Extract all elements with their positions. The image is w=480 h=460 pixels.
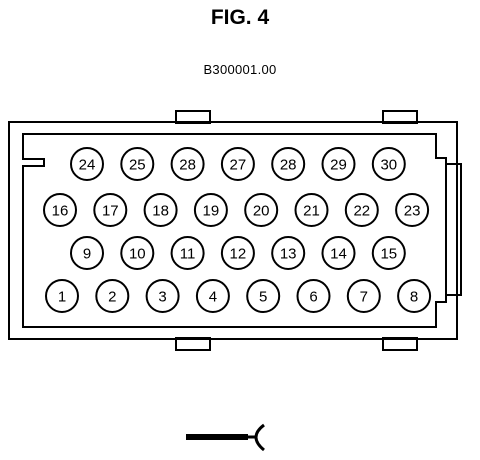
pin-label: 29 [330, 157, 347, 174]
pin-label: 15 [380, 246, 397, 263]
pin-label: 16 [52, 203, 69, 220]
pin-19: 19 [193, 193, 228, 227]
pin-8: 8 [397, 279, 432, 313]
pin-circle [346, 279, 381, 313]
pin-circle [45, 279, 79, 313]
housing-outer-wall [8, 121, 458, 340]
pin-18: 18 [143, 193, 178, 227]
pin-17: 17 [93, 193, 128, 227]
pin-label: 7 [360, 289, 368, 306]
pin-circle [321, 236, 356, 270]
pin-label: 22 [353, 203, 370, 220]
pin-label: 1 [58, 289, 66, 306]
pin-28: 28 [271, 147, 306, 181]
pin-7: 7 [346, 279, 381, 313]
pin-circle [246, 279, 281, 313]
pin-circle [170, 147, 205, 181]
pin-2: 2 [95, 279, 130, 313]
pin-label: 20 [253, 203, 270, 220]
pin-circle [145, 279, 180, 313]
pin-label: 3 [158, 289, 166, 306]
pin-29: 29 [321, 147, 356, 181]
pin-label: 8 [410, 289, 418, 306]
pin-label: 27 [230, 157, 247, 174]
pin-6: 6 [296, 279, 331, 313]
pin-label: 28 [280, 157, 297, 174]
right-lock-bracket [446, 163, 462, 296]
pin-circle [93, 193, 128, 227]
pin-circle [220, 236, 255, 270]
pin-circle [220, 147, 255, 181]
pin-label: 25 [129, 157, 146, 174]
pin-12: 12 [220, 236, 255, 270]
pin-5: 5 [246, 279, 281, 313]
pin-30: 30 [371, 147, 406, 181]
pin-label: 28 [179, 157, 196, 174]
pin-1: 1 [45, 279, 79, 313]
pin-20: 20 [244, 193, 279, 227]
pin-label: 14 [330, 246, 347, 263]
pin-circle [371, 236, 406, 270]
pin-label: 17 [102, 203, 119, 220]
wire-harness-symbol-icon [186, 423, 265, 452]
pin-16: 16 [43, 193, 77, 227]
pin-23: 23 [395, 193, 430, 227]
pin-label: 23 [404, 203, 421, 220]
figure-code: B300001.00 [203, 62, 277, 77]
pin-circle [271, 236, 306, 270]
pin-15: 15 [371, 236, 406, 270]
pin-circle [344, 193, 379, 227]
pin-circle [120, 236, 155, 270]
pin-label: 19 [203, 203, 220, 220]
pin-22: 22 [344, 193, 379, 227]
pin-label: 5 [259, 289, 267, 306]
pin-circle [95, 279, 130, 313]
pin-11: 11 [170, 236, 205, 270]
pin-25: 25 [120, 147, 155, 181]
pin-27: 27 [220, 147, 255, 181]
pin-label: 21 [303, 203, 320, 220]
pin-circle [70, 147, 104, 181]
pin-circle [43, 193, 77, 227]
pin-label: 24 [79, 157, 96, 174]
pin-circle [70, 236, 104, 270]
pin-14: 14 [321, 236, 356, 270]
pin-circle [397, 279, 432, 313]
figure-title: FIG. 4 [210, 6, 270, 29]
pin-label: 10 [129, 246, 146, 263]
pin-label: 9 [83, 246, 91, 263]
pin-label: 6 [309, 289, 317, 306]
pin-21: 21 [294, 193, 329, 227]
connector-housing-outline-icon [8, 110, 462, 351]
pin-circle [195, 279, 230, 313]
pin-circle [271, 147, 306, 181]
pin-circle [120, 147, 155, 181]
pin-circle [321, 147, 356, 181]
pin-10: 10 [120, 236, 155, 270]
pin-label: 13 [280, 246, 297, 263]
pin-label: 30 [380, 157, 397, 174]
pin-circle [244, 193, 279, 227]
pin-circle [294, 193, 329, 227]
pin-label: 2 [108, 289, 116, 306]
pin-3: 3 [145, 279, 180, 313]
pin-circle [395, 193, 430, 227]
pin-label: 12 [230, 246, 247, 263]
pin-circle [170, 236, 205, 270]
pin-circle [296, 279, 331, 313]
pin-28: 28 [170, 147, 205, 181]
pin-9: 9 [70, 236, 104, 270]
pin-4: 4 [195, 279, 230, 313]
pin-circle [371, 147, 406, 181]
housing-inner-wall [22, 133, 447, 328]
pin-24: 24 [70, 147, 104, 181]
pin-13: 13 [271, 236, 306, 270]
pin-circle [193, 193, 228, 227]
pin-label: 11 [180, 246, 196, 263]
pin-label: 4 [209, 289, 217, 306]
pin-circle [143, 193, 178, 227]
pin-label: 18 [152, 203, 169, 220]
